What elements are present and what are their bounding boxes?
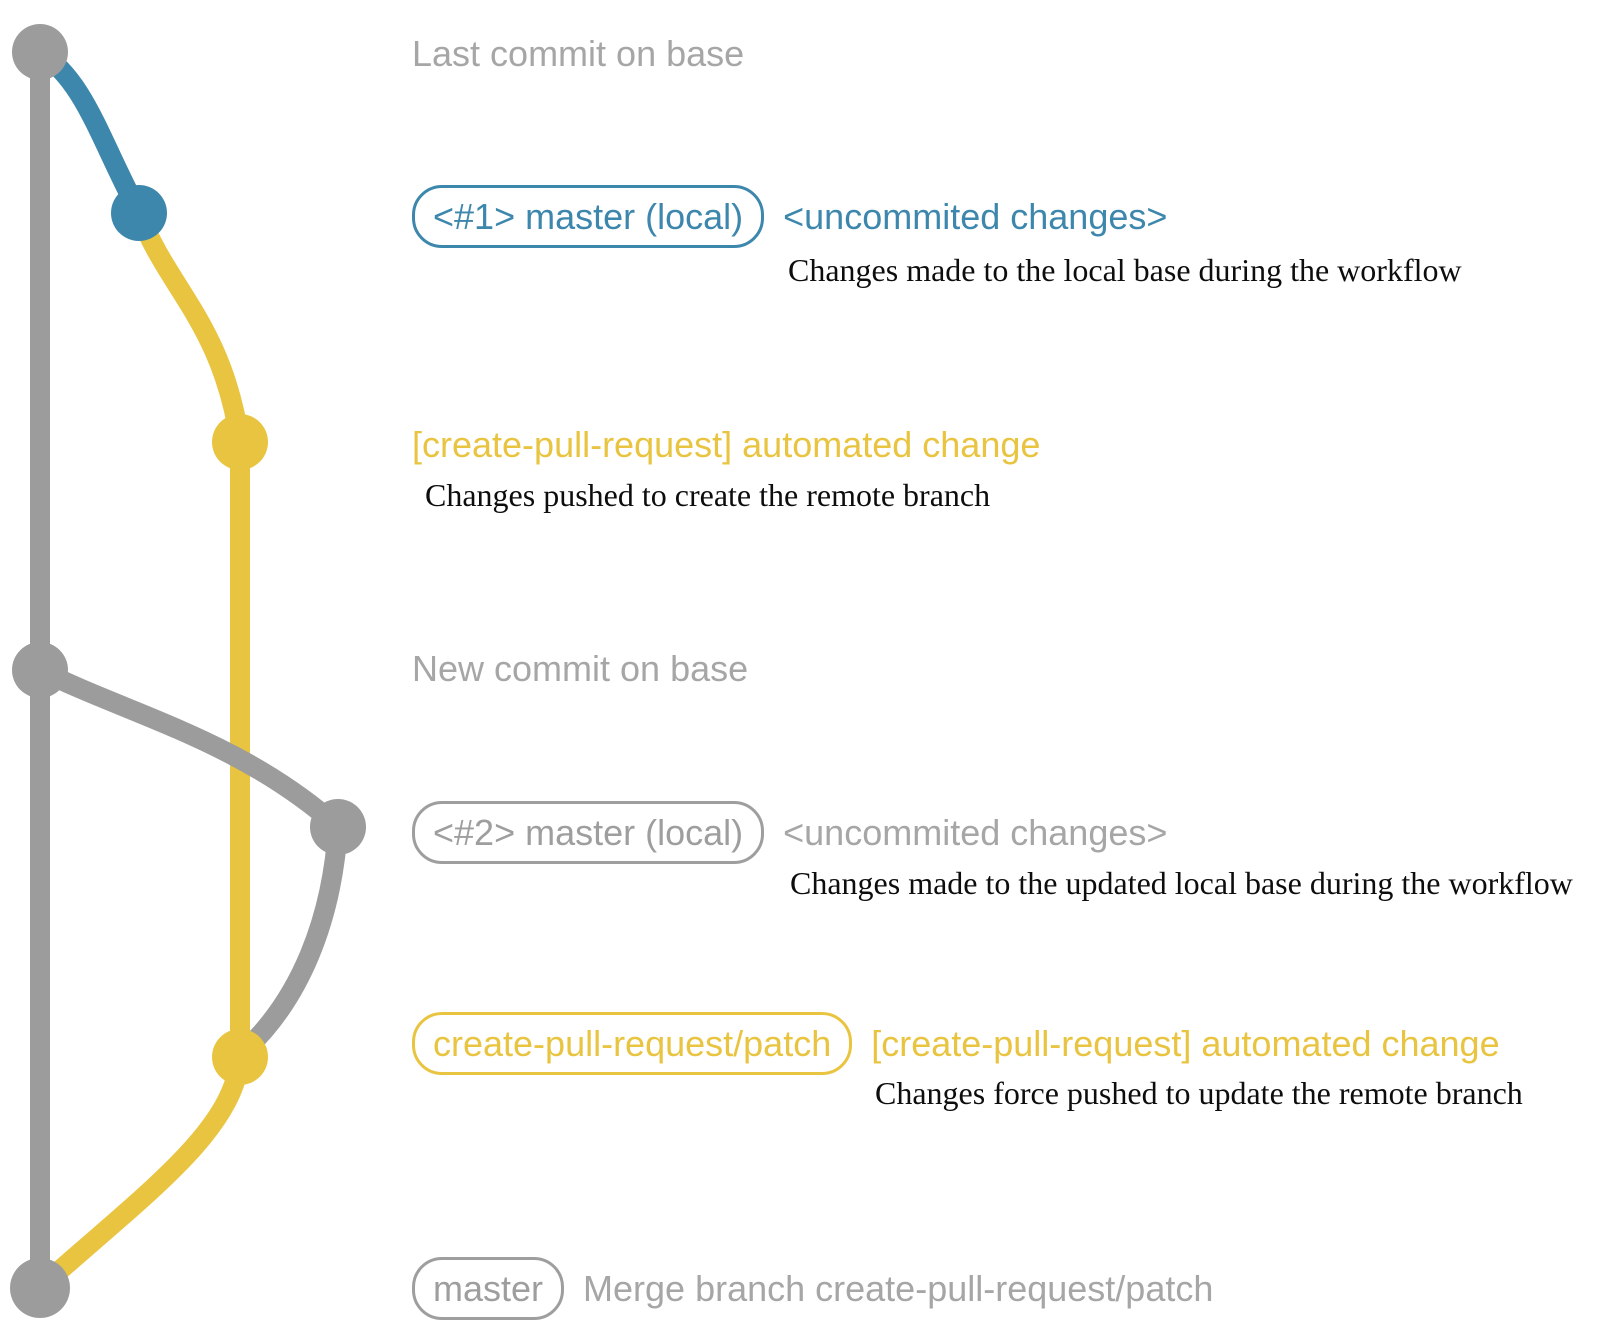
patch-commit-1-label: [create-pull-request] automated change: [412, 424, 1041, 465]
commit-dot-base-new: [12, 642, 68, 698]
local-commit-1-badge: <#1> master (local): [412, 185, 765, 248]
commit-dot-patch-1: [212, 414, 268, 470]
rebase-curve-1: [30, 660, 348, 837]
commit-dot-local-2: [310, 799, 366, 855]
local-commit-2-note: Changes made to the updated local base d…: [790, 865, 1573, 901]
local-commit-1-row: <#1> master (local) <uncommited changes>: [412, 185, 1167, 248]
patch-commit-1-note: Changes pushed to create the remote bran…: [425, 477, 991, 513]
patch-branch-badge: create-pull-request/patch: [412, 1012, 853, 1075]
merge-commit-row: master Merge branch create-pull-request/…: [412, 1257, 1213, 1320]
local-commit-1-note: Changes made to the local base during th…: [788, 252, 1462, 288]
commit-dot-merge: [10, 1258, 70, 1318]
commit-dot-local-1: [111, 185, 167, 241]
patch-branch-curve-1: [129, 203, 250, 452]
rebase-curve-2: [233, 817, 348, 1062]
merge-curve: [32, 1047, 250, 1296]
patch-commit-2-note: Changes force pushed to update the remot…: [875, 1075, 1523, 1111]
patch-commit-2-label: [create-pull-request] automated change: [871, 1023, 1500, 1064]
master-branch-badge: master: [412, 1257, 565, 1320]
commit-dot-base-top: [12, 24, 68, 80]
local-commit-1-side-label: <uncommited changes>: [783, 196, 1168, 237]
merge-commit-label: Merge branch create-pull-request/patch: [583, 1268, 1214, 1309]
last-commit-label: Last commit on base: [412, 33, 745, 74]
local-commit-2-side-label: <uncommited changes>: [783, 812, 1168, 853]
commit-dot-patch-2: [212, 1029, 268, 1085]
local-commit-2-row: <#2> master (local) <uncommited changes>: [412, 801, 1167, 864]
local-branch-curve-1: [30, 42, 149, 223]
local-commit-2-badge: <#2> master (local): [412, 801, 765, 864]
patch-branch-row: create-pull-request/patch [create-pull-r…: [412, 1012, 1500, 1075]
new-commit-label: New commit on base: [412, 648, 749, 689]
